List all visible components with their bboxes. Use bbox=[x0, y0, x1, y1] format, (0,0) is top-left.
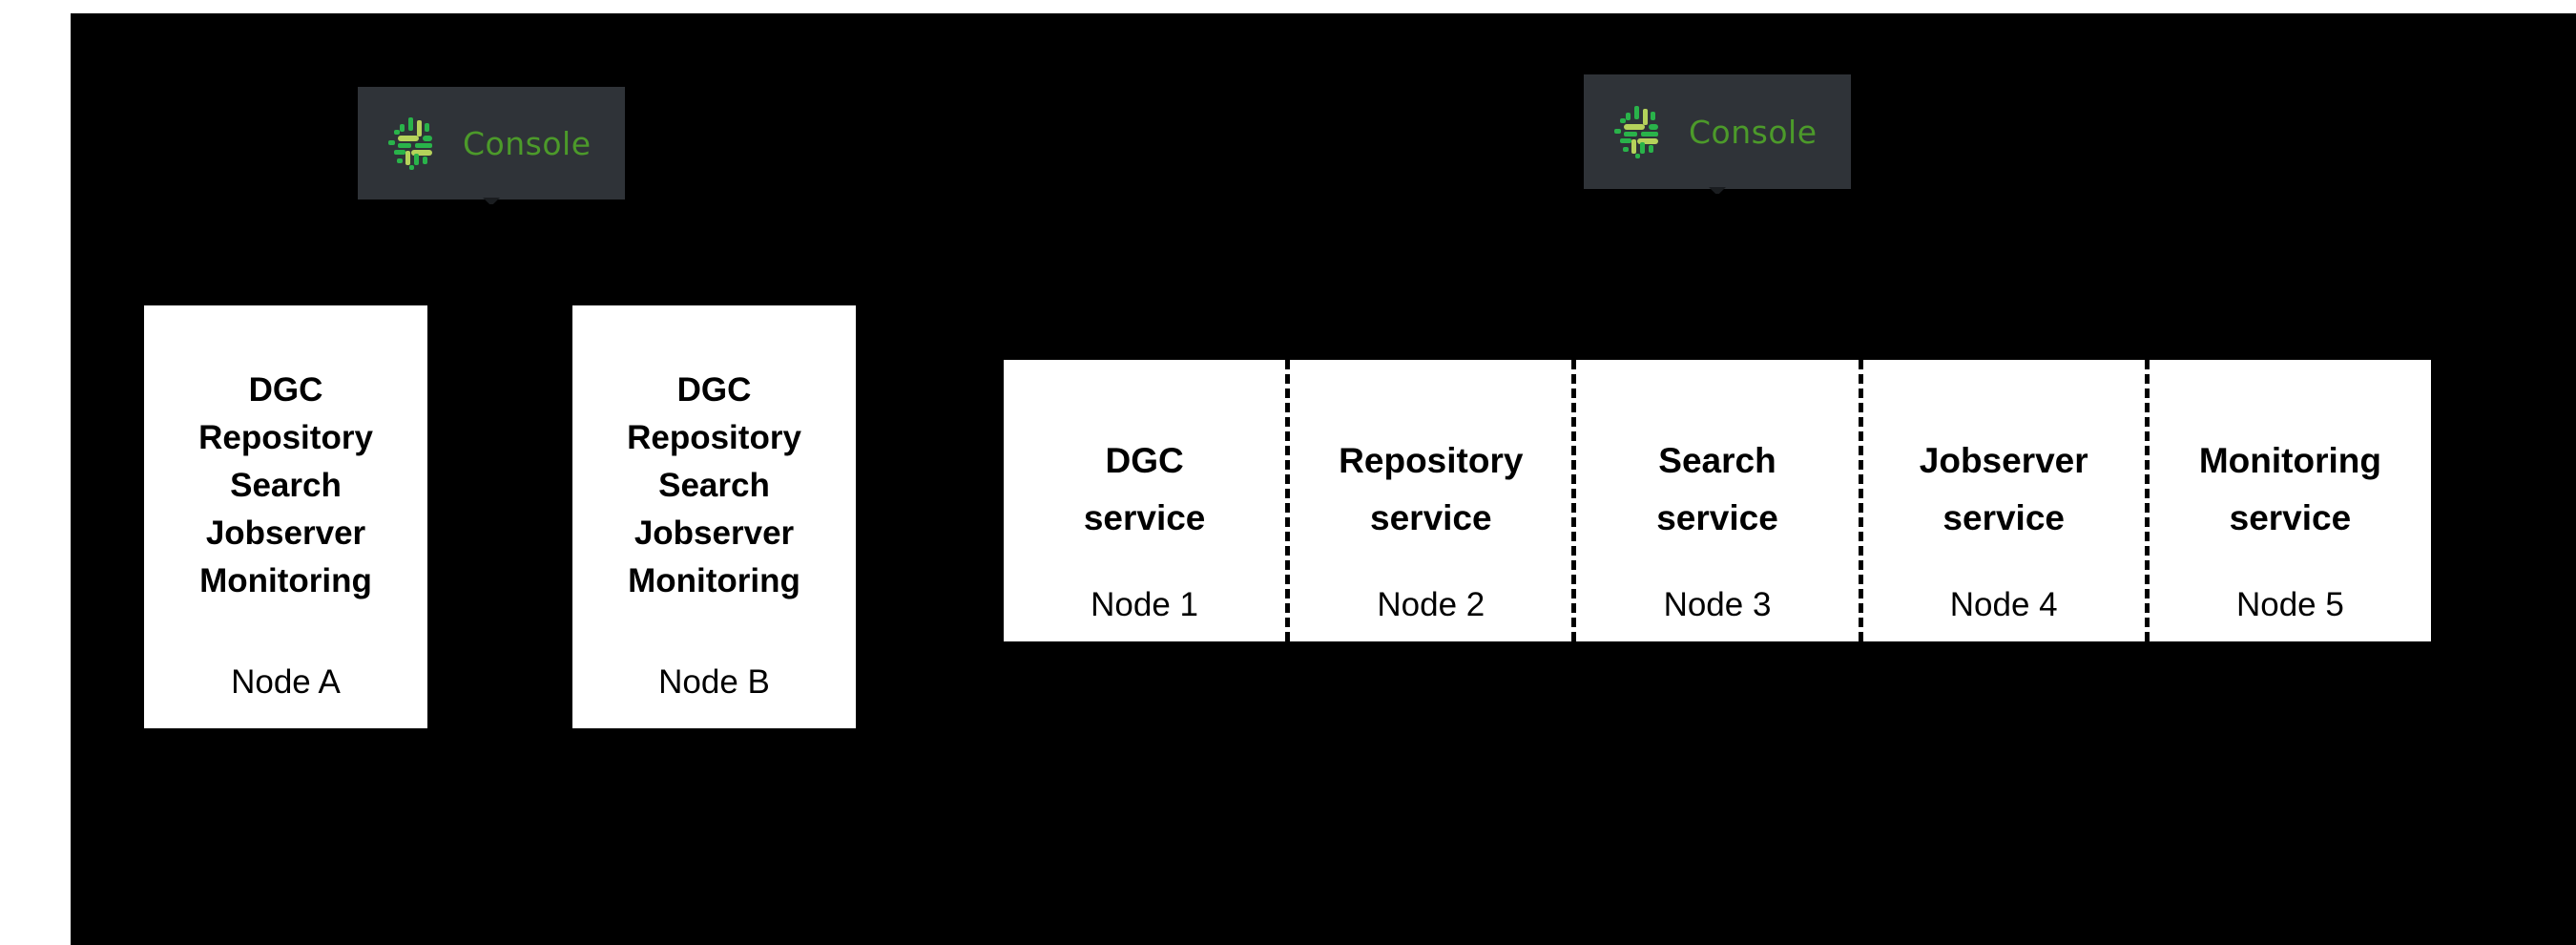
node-b-label: Node B bbox=[658, 663, 770, 701]
cluster-cell-node-5[interactable]: Monitoring service Node 5 bbox=[2144, 360, 2431, 641]
cluster-cell-node-3[interactable]: Search service Node 3 bbox=[1571, 360, 1858, 641]
service-name: DGC service bbox=[1083, 441, 1206, 537]
console-logo-icon bbox=[1609, 100, 1668, 164]
badge-pointer-notch bbox=[483, 198, 500, 204]
node-label: Node 1 bbox=[1091, 586, 1199, 623]
console-badge-label: Console bbox=[1689, 113, 1818, 151]
console-badge-right[interactable]: Console bbox=[1563, 74, 1872, 194]
cluster-cell-node-4[interactable]: Jobserver service Node 4 bbox=[1858, 360, 2145, 641]
node-a-service-list: DGC Repository Search Jobserver Monitori… bbox=[198, 371, 373, 599]
node-label: Node 3 bbox=[1663, 586, 1772, 623]
node-card-a[interactable]: DGC Repository Search Jobserver Monitori… bbox=[144, 305, 427, 728]
console-logo-icon bbox=[383, 112, 442, 176]
console-badge-left[interactable]: Console bbox=[358, 87, 625, 204]
node-label: Node 5 bbox=[2235, 586, 2344, 623]
node-label: Node 4 bbox=[1949, 586, 2058, 623]
cluster-strip: DGC service Node 1 Repository service No… bbox=[1004, 360, 2431, 641]
node-b-service-list: DGC Repository Search Jobserver Monitori… bbox=[627, 371, 801, 599]
service-name: Jobserver service bbox=[1919, 441, 2088, 537]
cluster-cell-node-2[interactable]: Repository service Node 2 bbox=[1285, 360, 1571, 641]
node-a-label: Node A bbox=[231, 663, 341, 701]
node-card-b[interactable]: DGC Repository Search Jobserver Monitori… bbox=[572, 305, 856, 728]
badge-pointer-notch bbox=[1709, 187, 1726, 194]
service-name: Search service bbox=[1656, 441, 1778, 537]
service-name: Monitoring service bbox=[2198, 441, 2381, 537]
node-label: Node 2 bbox=[1377, 586, 1485, 623]
console-badge-label: Console bbox=[463, 124, 592, 162]
cluster-cell-node-1[interactable]: DGC service Node 1 bbox=[1004, 360, 1285, 641]
service-name: Repository service bbox=[1339, 441, 1524, 537]
